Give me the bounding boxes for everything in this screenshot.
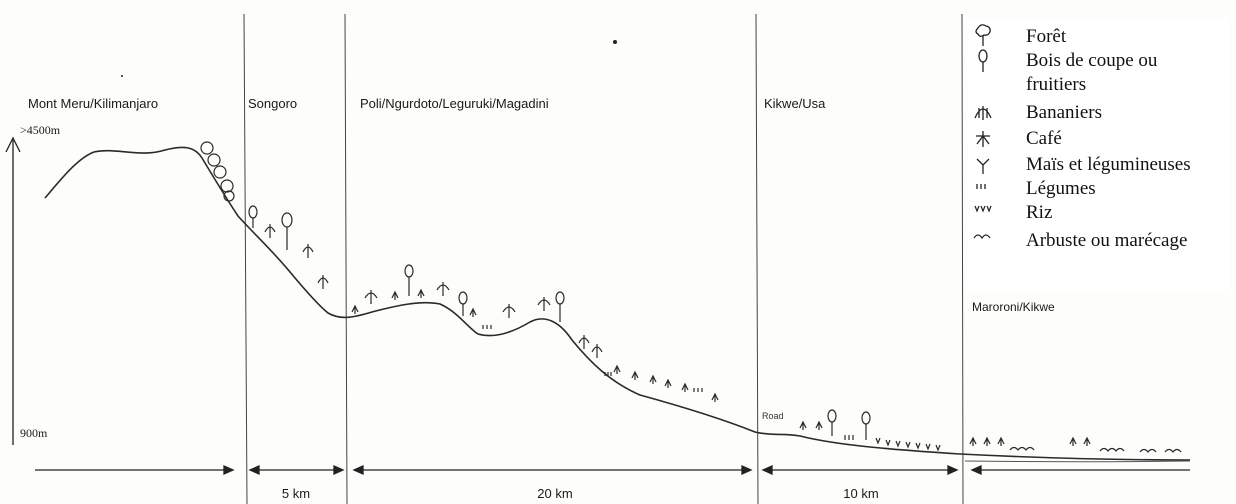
forest-icon xyxy=(975,24,991,46)
altitude-axis xyxy=(5,136,21,445)
shrub-icon xyxy=(973,234,991,240)
distance-label-10km: 10 km xyxy=(843,486,879,501)
zone-label-maroroni: Maroroni/Kikwe xyxy=(972,300,1055,314)
altitude-bottom-label: 900m xyxy=(20,426,48,440)
zone-dividers xyxy=(243,13,964,504)
divider-3 xyxy=(755,13,759,504)
distance-label-20km: 20 km xyxy=(537,486,573,501)
terrain-profile xyxy=(44,146,1191,461)
specks xyxy=(121,40,617,77)
vegetables-icon xyxy=(976,184,986,189)
divider-2 xyxy=(344,13,348,504)
legend-label: Riz xyxy=(1026,202,1053,223)
zone-label-kikwe-usa: Kikwe/Usa xyxy=(764,96,826,111)
divider-1 xyxy=(243,13,248,504)
timber-fruit-tree-icon xyxy=(978,49,988,72)
maize-icon xyxy=(976,158,990,174)
distance-arrows xyxy=(35,464,1190,476)
legend-label: Arbuste ou marécage xyxy=(1026,230,1188,251)
legend-label: fruitiers xyxy=(1026,74,1087,95)
legend-label: Légumes xyxy=(1026,178,1096,199)
divider-4 xyxy=(961,13,964,504)
forest-clusters xyxy=(200,141,235,202)
zone-label-poli: Poli/Ngurdoto/Leguruki/Magadini xyxy=(360,96,549,111)
legend-label: Forêt xyxy=(1026,26,1067,47)
legend: Forêt Bois de coupe ou fruitiers Bananie… xyxy=(968,18,1230,290)
zone-label-songoro: Songoro xyxy=(248,96,298,111)
legend-label: Bois de coupe ou xyxy=(1026,50,1158,71)
valley-line xyxy=(964,460,1191,463)
road-label: Road xyxy=(762,411,784,421)
banana-icon xyxy=(974,106,992,120)
rice-icon xyxy=(974,205,992,213)
zone-label-meru: Mont Meru/Kilimanjaro xyxy=(28,96,159,111)
legend-label: Maïs et légumineuses xyxy=(1026,154,1191,175)
distance-label-5km: 5 km xyxy=(281,486,311,501)
coffee-icon xyxy=(976,131,990,147)
legend-label: Bananiers xyxy=(1026,102,1102,123)
altitude-top-label: >4500m xyxy=(20,123,61,137)
vegetation-symbols xyxy=(248,205,1182,453)
legend-label: Café xyxy=(1026,128,1062,149)
